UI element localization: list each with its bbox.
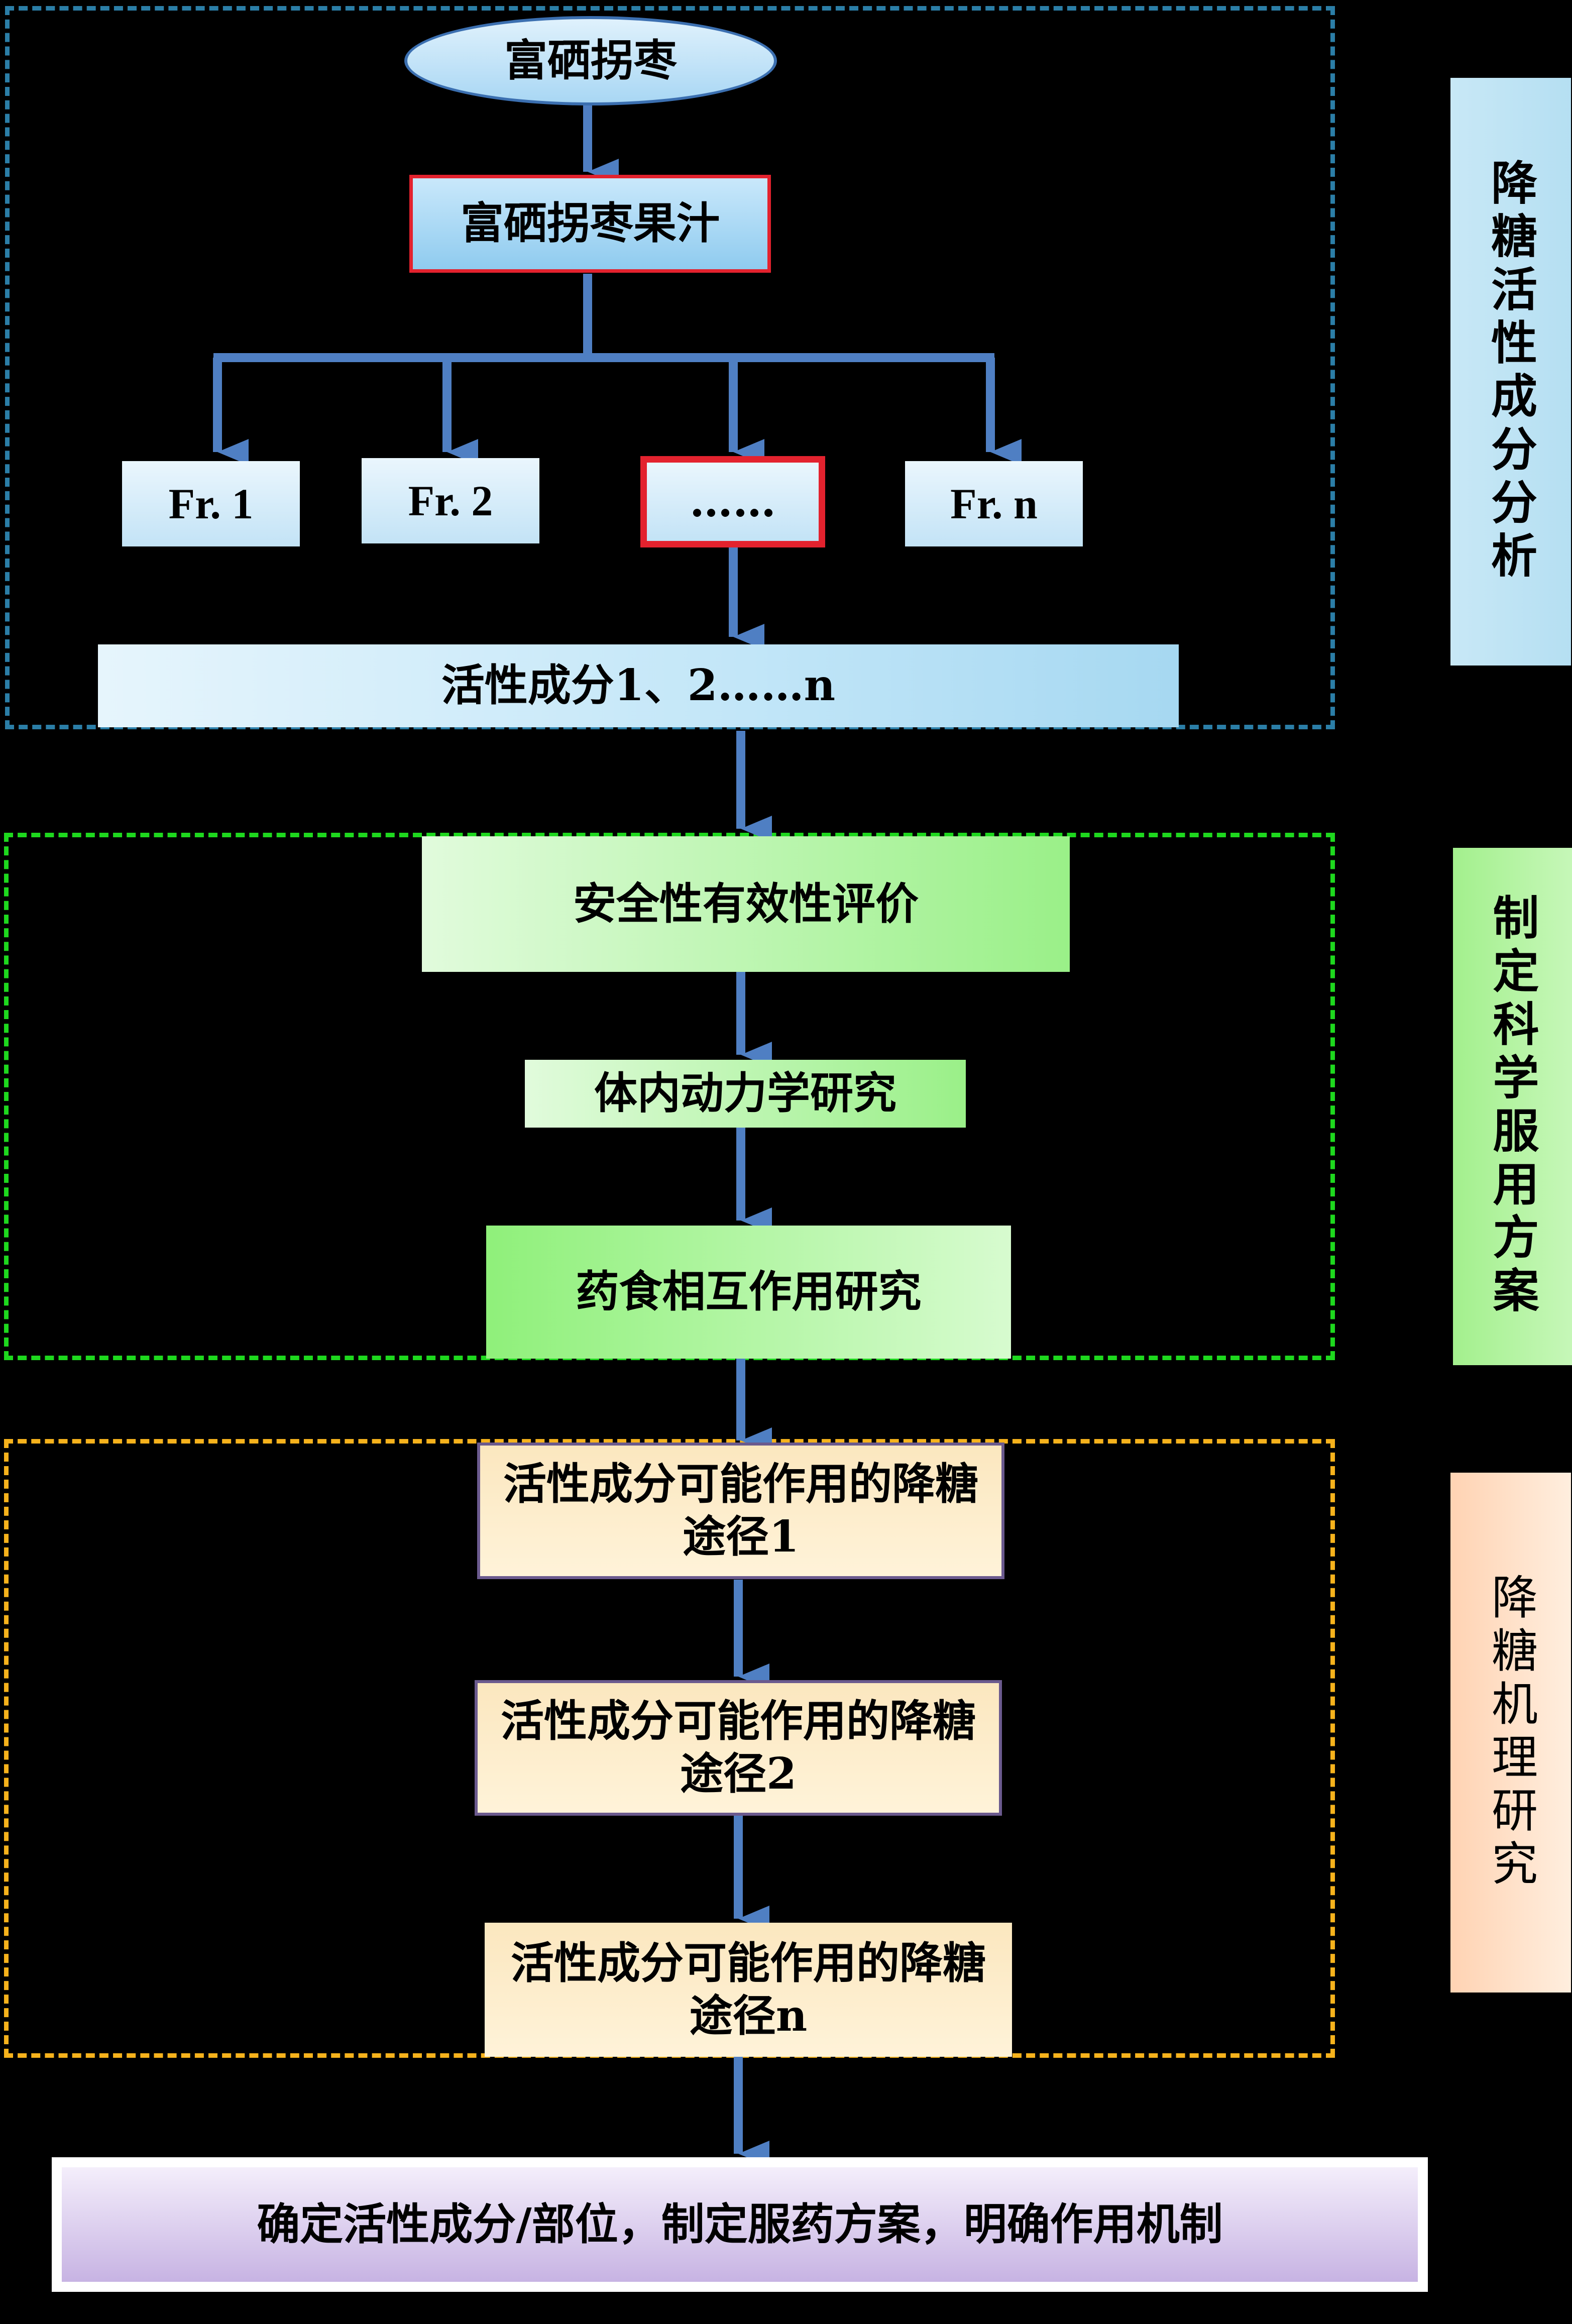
juice-label: 富硒拐枣果汁 bbox=[461, 198, 720, 249]
pathway-2-label: 活性成分可能作用的降糖途径2 bbox=[501, 1696, 976, 1799]
conclusion-label: 确定活性成分/部位，制定服药方案，明确作用机制 bbox=[257, 2198, 1223, 2250]
source-label: 富硒拐枣 bbox=[504, 35, 677, 86]
kinetics-node: 体内动力学研究 bbox=[525, 1060, 966, 1128]
interaction-label: 药食相互作用研究 bbox=[576, 1266, 922, 1317]
side-label-plan: 制定科学服用方案 bbox=[1453, 848, 1572, 1365]
side-label-analysis: 降糖活性成分分析 bbox=[1450, 78, 1571, 666]
fraction-1-node: Fr. 1 bbox=[122, 461, 300, 546]
source-node: 富硒拐枣 bbox=[404, 16, 777, 105]
pathway-1-label: 活性成分可能作用的降糖途径1 bbox=[503, 1459, 978, 1562]
fraction-2-node: Fr. 2 bbox=[362, 458, 539, 543]
conclusion-node: 确定活性成分/部位，制定服药方案，明确作用机制 bbox=[52, 2157, 1428, 2292]
side-label-analysis-text: 降糖活性成分分析 bbox=[1483, 159, 1538, 585]
pathway-1-node: 活性成分可能作用的降糖途径1 bbox=[477, 1443, 1004, 1579]
pathway-n-node: 活性成分可能作用的降糖途径n bbox=[485, 1923, 1012, 2057]
fraction-2-label: Fr. 2 bbox=[408, 476, 493, 525]
fraction-n-label: Fr. n bbox=[950, 479, 1038, 528]
side-label-mechanism-text: 降糖机理研究 bbox=[1484, 1573, 1538, 1893]
active-components-label: 活性成分1、2……n bbox=[441, 660, 836, 711]
kinetics-label: 体内动力学研究 bbox=[594, 1068, 896, 1119]
safety-evaluation-node: 安全性有效性评价 bbox=[422, 836, 1070, 972]
side-label-plan-text: 制定科学服用方案 bbox=[1485, 894, 1539, 1319]
side-label-mechanism: 降糖机理研究 bbox=[1450, 1473, 1571, 1993]
fraction-n-node: Fr. n bbox=[905, 461, 1083, 546]
fraction-ellipsis-label: …… bbox=[690, 476, 776, 527]
juice-node: 富硒拐枣果汁 bbox=[409, 175, 771, 273]
pathway-2-node: 活性成分可能作用的降糖途径2 bbox=[475, 1680, 1002, 1816]
pathway-n-label: 活性成分可能作用的降糖途径n bbox=[511, 1937, 986, 2041]
fraction-ellipsis-node: …… bbox=[640, 456, 825, 547]
active-components-node: 活性成分1、2……n bbox=[98, 644, 1179, 727]
safety-evaluation-label: 安全性有效性评价 bbox=[573, 878, 919, 929]
fraction-1-label: Fr. 1 bbox=[168, 479, 254, 528]
interaction-node: 药食相互作用研究 bbox=[486, 1226, 1011, 1359]
